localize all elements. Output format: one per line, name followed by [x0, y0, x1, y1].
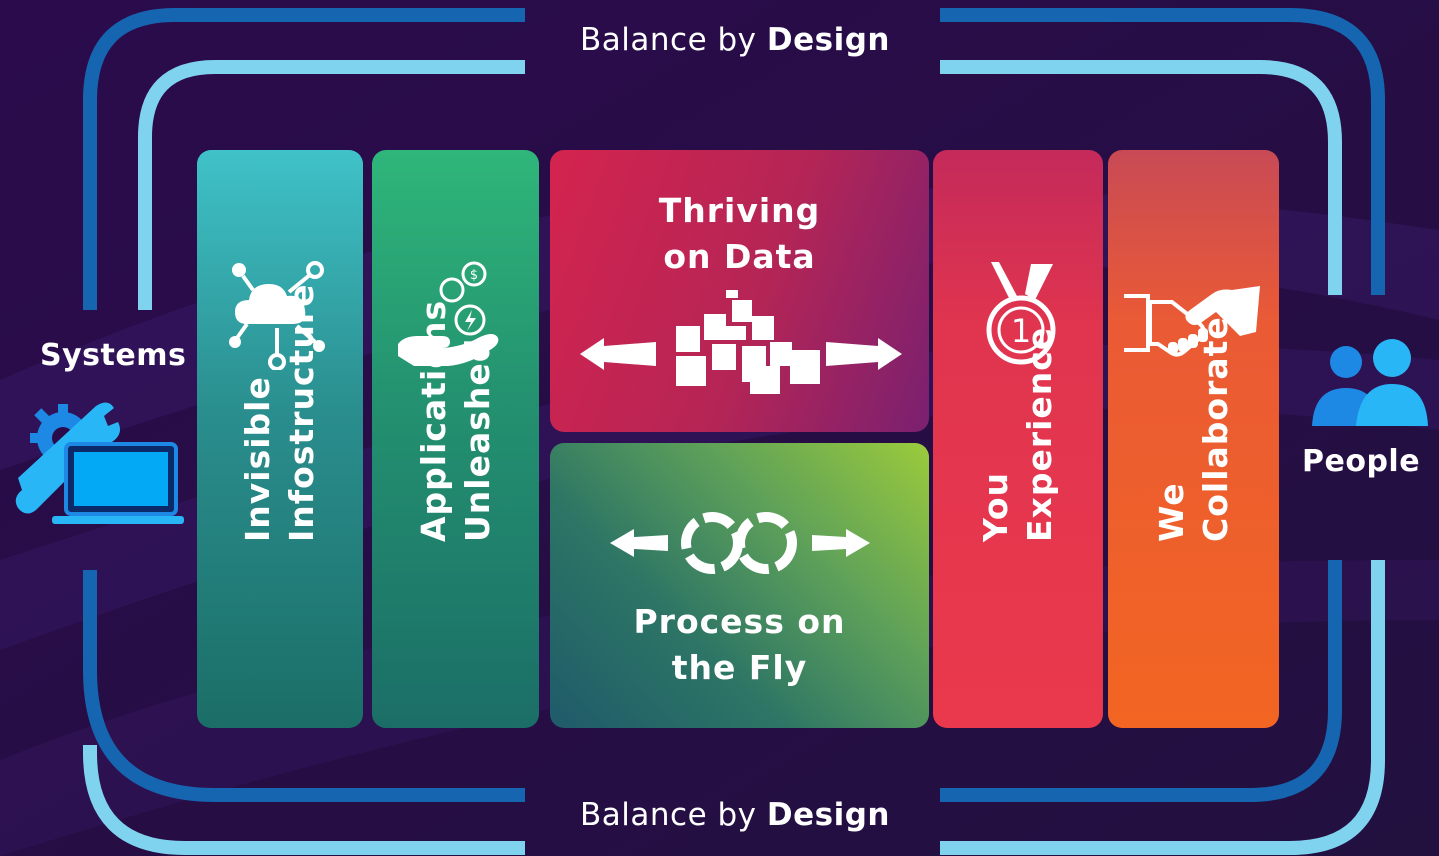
experience-title: You Experience [974, 327, 1062, 542]
collaborate-title: We Collaborate [1150, 316, 1238, 542]
header-balance-bold: Design [766, 22, 890, 58]
infostructure-title: Invisible Infostructure [236, 284, 324, 542]
people-icon [1312, 339, 1428, 426]
panel-we-collaborate: We Collaborate [1108, 150, 1279, 728]
applications-line2: Unleashed [457, 337, 497, 542]
footer-balance-bold: Design [766, 797, 890, 833]
data-line2: on Data [663, 237, 816, 276]
process-title: Process on the Fly [550, 599, 929, 691]
panel-invisible-infostructure: Invisible Infostructure [197, 150, 363, 728]
process-line1: Process on [633, 602, 846, 641]
collaborate-line1: We [1151, 482, 1191, 542]
data-line1: Thriving [658, 191, 821, 230]
header-balance-prefix: Balance by [580, 22, 757, 58]
collaborate-line2: Collaborate [1195, 316, 1235, 542]
experience-line2: Experience [1020, 326, 1059, 542]
handshake-icon [1124, 286, 1260, 357]
infinity-arrows-icon [610, 512, 870, 574]
panel-you-experience: 1 You Experience [933, 150, 1103, 728]
panel-applications-unleashed: $ Applications Unleashed [372, 150, 539, 728]
svg-text:$: $ [470, 268, 478, 283]
cloud-network-icon [229, 261, 325, 370]
applications-line1: Applications [413, 299, 453, 542]
experience-line1: You [976, 471, 1015, 542]
laptop-gear-wrench-icon [15, 402, 184, 524]
applications-title: Applications Unleashed [412, 300, 500, 542]
svg-text:1: 1 [1011, 312, 1031, 350]
people-label: People [1302, 444, 1421, 479]
footer-balance-prefix: Balance by [580, 797, 757, 833]
data-title: Thriving on Data [550, 188, 929, 280]
process-line2: the Fly [671, 648, 808, 687]
medal-icon: 1 [986, 262, 1056, 365]
panel-process-on-the-fly: Process on the Fly [550, 443, 929, 728]
infostructure-line2: Infostructure [282, 283, 321, 542]
infostructure-line1: Invisible [238, 376, 277, 542]
panel-thriving-on-data: Thriving on Data [550, 150, 929, 432]
footer-balance-by-design: Balance by Design [540, 797, 930, 833]
systems-label: Systems [40, 338, 187, 373]
hand-coins-icon: $ [398, 261, 499, 366]
data-blocks-icon [580, 290, 902, 394]
header-balance-by-design: Balance by Design [540, 22, 930, 58]
